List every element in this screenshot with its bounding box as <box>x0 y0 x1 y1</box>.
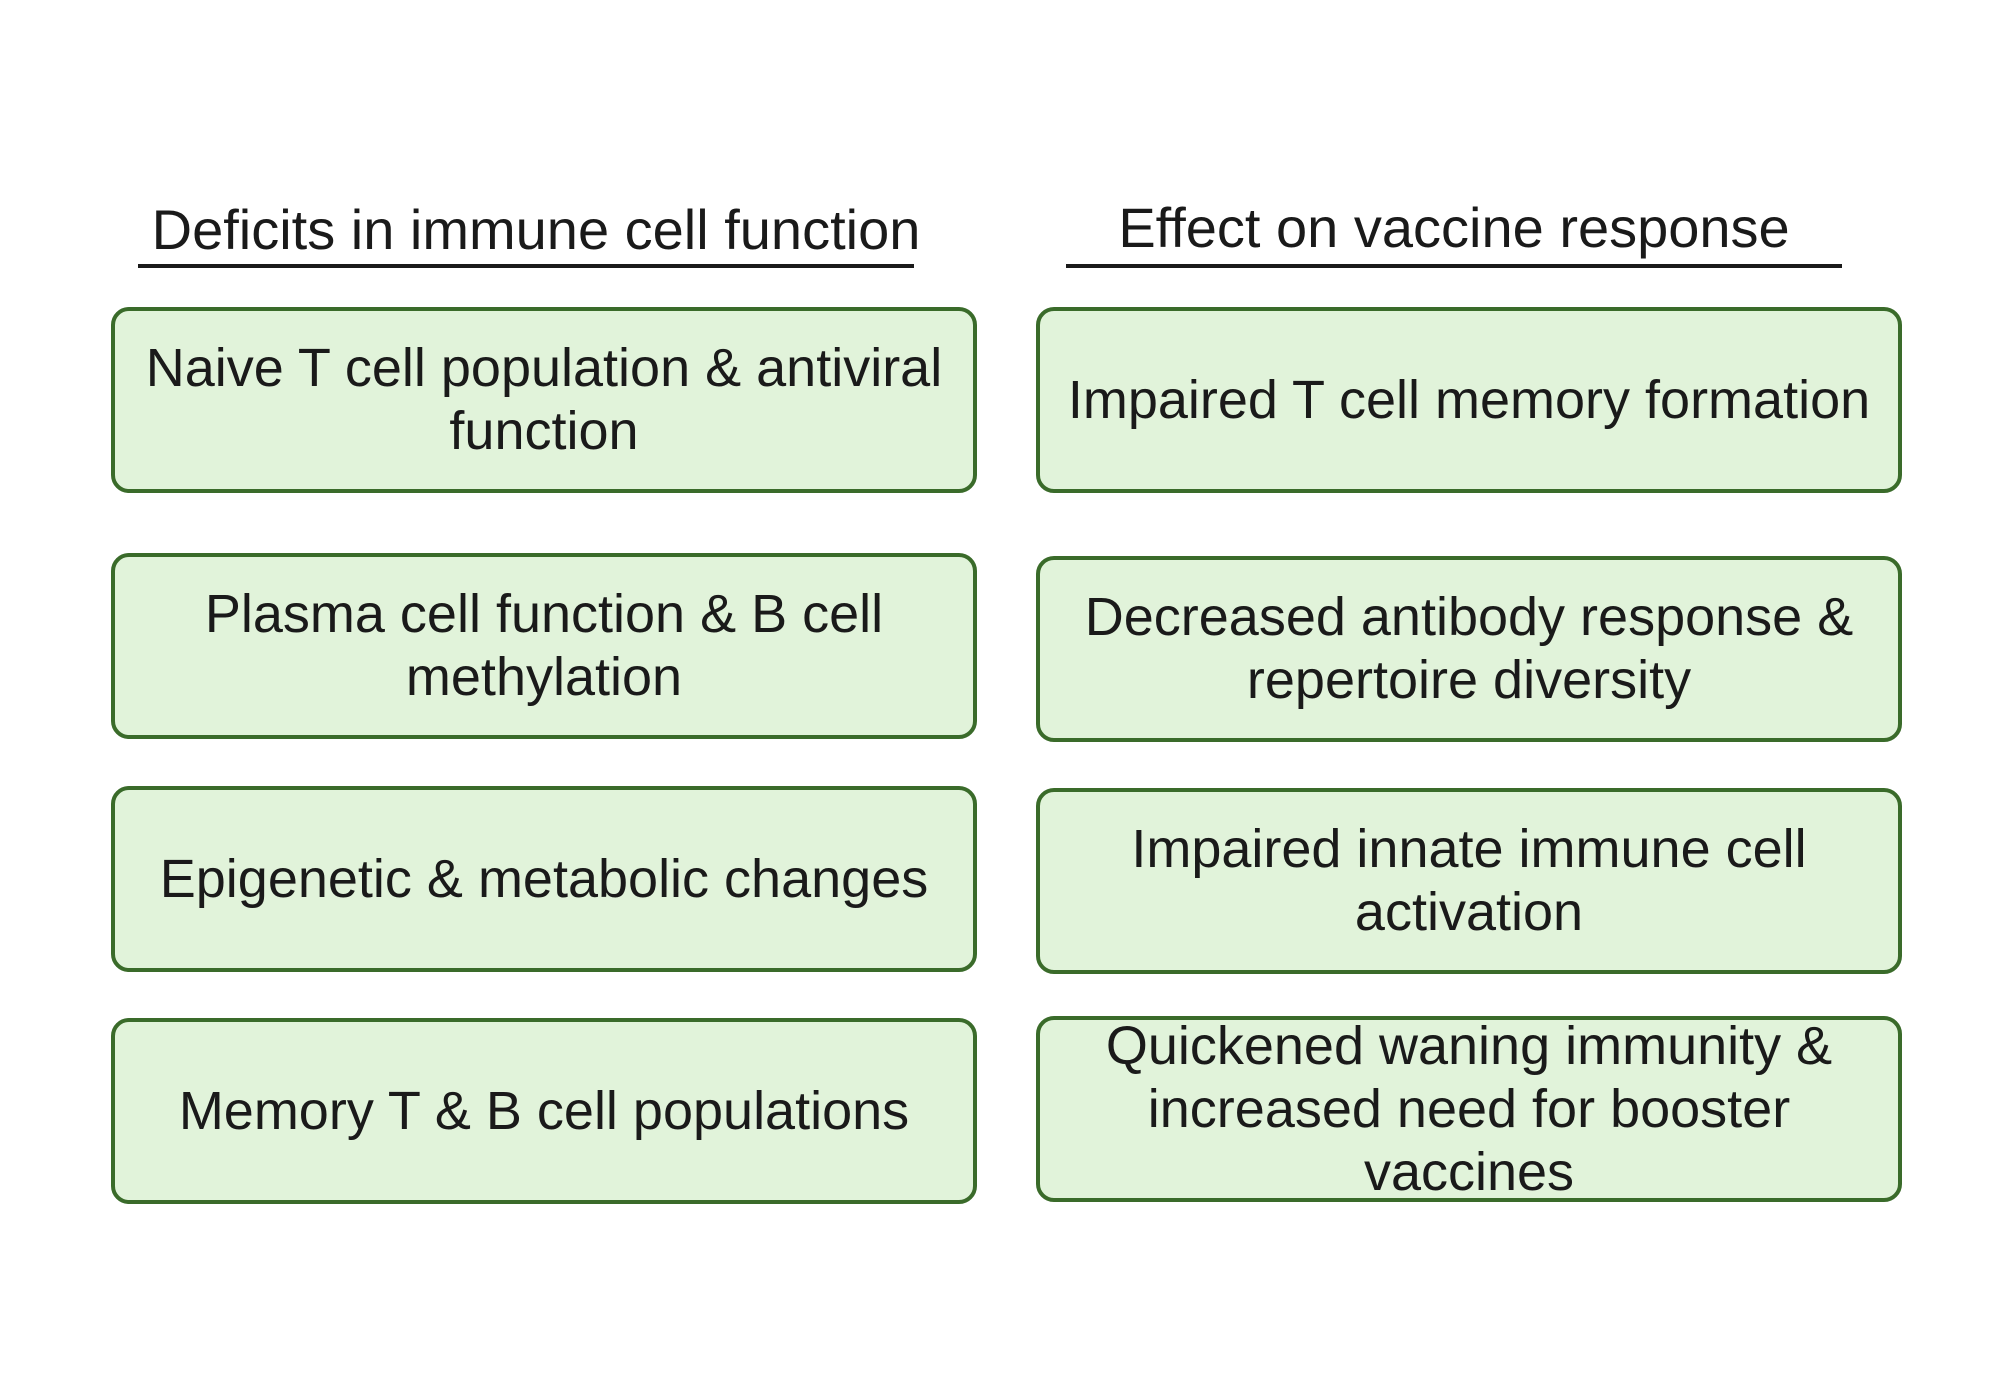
deficit-box-label: Memory T & B cell populations <box>178 1080 910 1141</box>
effect-box-antibody-response: Decreased antibody response & repertoire… <box>1036 556 1902 742</box>
deficit-box-plasma-cell: Plasma cell function & B cell methylatio… <box>111 553 977 739</box>
effect-box-t-cell-memory: Impaired T cell memory formation <box>1036 307 1902 493</box>
effect-box-label: Impaired T cell memory formation <box>1067 369 1871 430</box>
effect-box-label: Impaired innate immune cell activation <box>1131 819 1807 942</box>
deficit-box-naive-t-cell: Naive T cell population & antiviral func… <box>111 307 977 493</box>
effect-box-label: Decreased antibody response & repertoire… <box>1084 587 1854 710</box>
deficit-box-epigenetic: Epigenetic & metabolic changes <box>111 786 977 972</box>
deficit-box-memory-cells: Memory T & B cell populations <box>111 1018 977 1204</box>
effect-box-waning-immunity: Quickened waning immunity & increased ne… <box>1036 1016 1902 1202</box>
left-column-header: Deficits in immune cell function <box>151 198 921 261</box>
left-header-underline <box>138 264 914 268</box>
effect-box-label: Quickened waning immunity & increased ne… <box>1105 1016 1833 1202</box>
deficit-box-label: Epigenetic & metabolic changes <box>159 848 929 909</box>
deficit-box-label: Naive T cell population & antiviral func… <box>145 338 943 461</box>
deficit-box-label: Plasma cell function & B cell methylatio… <box>204 584 884 707</box>
right-column-header: Effect on vaccine response <box>1118 196 1790 259</box>
effect-box-innate-activation: Impaired innate immune cell activation <box>1036 788 1902 974</box>
right-header-underline <box>1066 264 1842 268</box>
